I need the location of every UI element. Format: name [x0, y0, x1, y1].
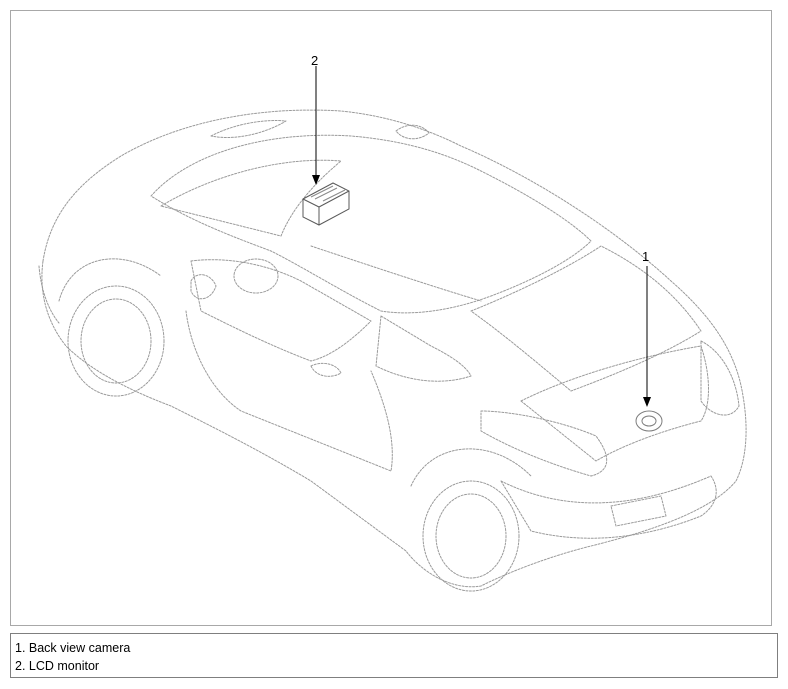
car-outline [38, 109, 747, 592]
side-mirror [190, 274, 217, 300]
lcd-monitor [302, 182, 350, 226]
rear-bumper [500, 475, 717, 539]
windshield [160, 159, 342, 237]
door-line [185, 310, 393, 472]
callout-number-1: 1 [642, 249, 649, 264]
license-plate [610, 495, 667, 527]
legend-item-lcd-monitor: 2. LCD monitor [15, 659, 100, 673]
roof-outline [150, 134, 592, 314]
trunk-line [520, 345, 709, 462]
front-wheel [67, 285, 165, 397]
tail-light-left [480, 410, 608, 477]
sunroof [210, 120, 287, 139]
steering-wheel [233, 258, 279, 294]
tail-light-right [700, 340, 740, 416]
rear-wheel-arch [410, 448, 532, 487]
front-wheel-arch [58, 258, 162, 302]
rear-glass [470, 245, 702, 392]
front-bumper [38, 265, 60, 324]
front-wheel-rim [80, 298, 152, 384]
figure-frame: 2 1 [10, 10, 772, 626]
car-body-outline [41, 109, 747, 588]
side-window-front [190, 259, 372, 362]
legend-item-back-view-camera: 1. Back view camera [15, 641, 131, 655]
rear-wheel [422, 480, 520, 592]
side-window-rear [375, 315, 472, 382]
callout-leaders [312, 66, 651, 407]
door-handle [310, 362, 342, 377]
legend-box: 1. Back view camera 2. LCD monitor [10, 633, 778, 678]
callout-2-arrowhead [312, 175, 320, 185]
callout-1-arrowhead [643, 397, 651, 407]
callout-number-2: 2 [311, 53, 318, 68]
rear-spoiler [395, 124, 430, 140]
rear-wheel-rim [435, 493, 507, 579]
back-view-camera [635, 410, 663, 432]
car-illustration: 2 1 [38, 53, 747, 592]
roof-crease [310, 245, 482, 302]
